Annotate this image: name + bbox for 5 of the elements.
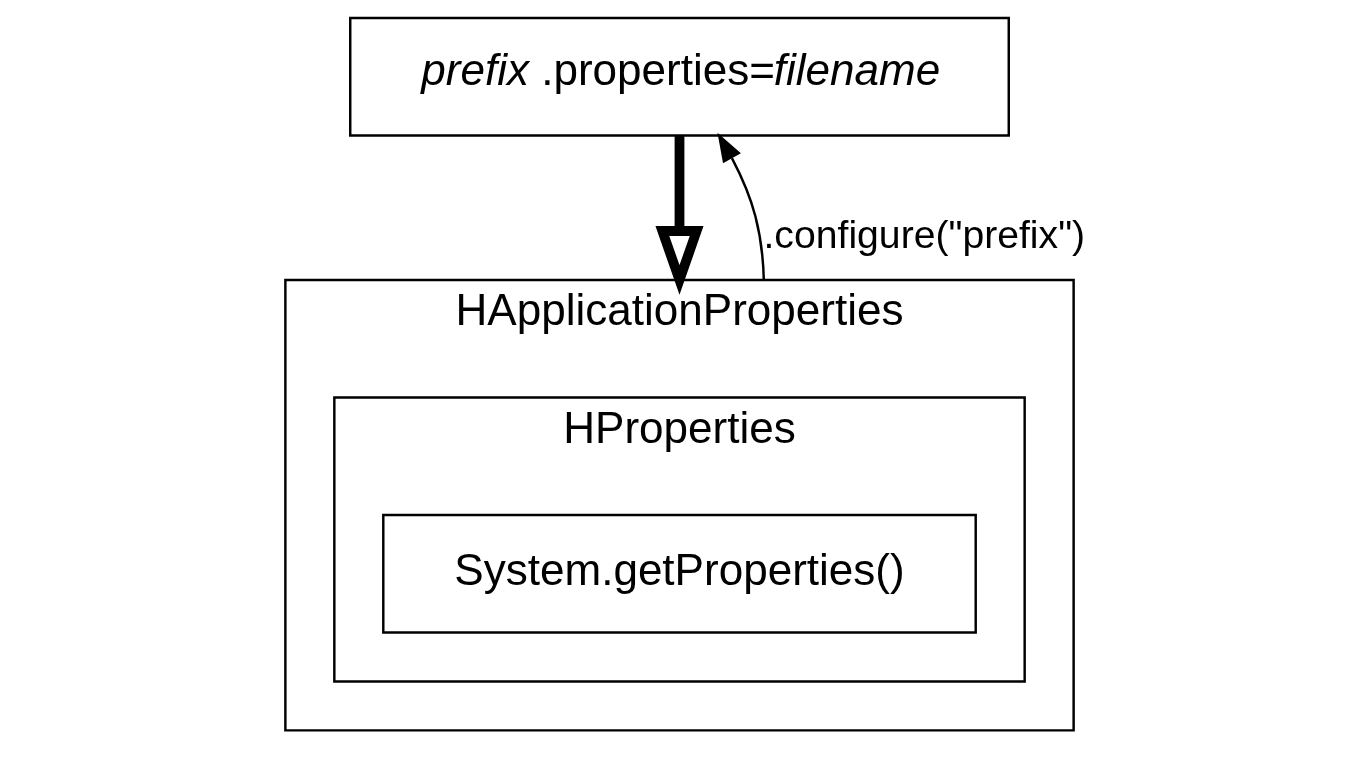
node-box: prefix .properties=filename: [348, 16, 1010, 137]
arrow: [654, 135, 704, 295]
edge-label: .configure("prefix"): [763, 212, 1085, 256]
node-box: System.getProperties(): [381, 513, 977, 634]
arrow: [716, 132, 765, 280]
